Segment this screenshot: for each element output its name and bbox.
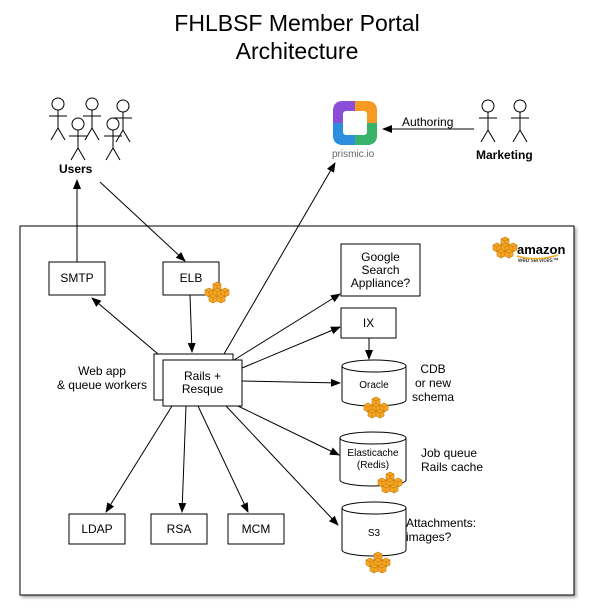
diagram-title-line-1: FHLBSF Member Portal — [174, 10, 420, 36]
marketing-figure-icon — [510, 99, 530, 143]
cdb-note: CDB or new schema — [411, 362, 455, 404]
smtp-box-label: SMTP — [60, 271, 94, 285]
arrow-rails-to-google — [233, 293, 341, 361]
aws-logo-icon: amazon web services™ — [493, 237, 565, 264]
oracle-db-cylinder — [341, 359, 407, 407]
arrow-rails-to-rsa — [178, 405, 187, 513]
users-actor-group — [48, 97, 133, 161]
aws-brand-text: amazon — [517, 242, 565, 257]
arrow-elb-to-rails — [187, 294, 196, 353]
s3-db-label: S3 — [367, 528, 381, 539]
ix-box — [340, 307, 397, 339]
oracle-db-label: Oracle — [359, 380, 389, 391]
smtp-box — [48, 261, 106, 296]
marketing-label: Marketing — [476, 148, 533, 162]
arrow-rails-to-oracle — [241, 378, 341, 387]
arrow-rails-to-s3 — [225, 405, 339, 526]
rails-resque-label: Rails + Resque — [181, 369, 224, 396]
connector-arrows — [73, 125, 474, 526]
ldap-box-label: LDAP — [81, 521, 113, 536]
arrow-rails-to-prismic — [223, 162, 336, 355]
webapp-note: Web app & queue workers — [56, 364, 148, 392]
rails-resque-box — [162, 359, 243, 407]
elasticache-db-label: Elasticache (Redis) — [347, 448, 399, 471]
user-figure-icon — [103, 117, 123, 161]
jobqueue-note: Job queue Rails cache — [421, 446, 484, 474]
mcm-box-label: MCM — [241, 521, 271, 536]
rsa-box — [150, 513, 208, 545]
prismic-label: prismic.io — [332, 149, 375, 160]
s3-db-cylinder — [341, 501, 407, 557]
arrow-users-to-elb — [99, 181, 186, 262]
aws-sub-text: web services™ — [517, 257, 559, 264]
arrow-rails-to-smtp — [91, 297, 159, 355]
mcm-box — [227, 513, 285, 545]
users-label: Users — [59, 162, 93, 176]
elb-box-label: ELB — [179, 271, 203, 285]
user-figure-icon — [68, 117, 88, 161]
arrow-rails-to-mcm — [197, 405, 249, 513]
ix-box-label: IX — [362, 315, 375, 330]
attachments-note: Attachments: images? — [406, 516, 477, 544]
user-figure-icon — [82, 97, 102, 141]
prismic-logo-icon — [333, 101, 377, 145]
arrow-rails-to-ix — [241, 326, 341, 369]
google-search-box — [340, 243, 421, 297]
marketing-figure-icon — [478, 99, 498, 143]
rsa-box-label: RSA — [166, 521, 192, 536]
google-search-box-label: Google Search Appliance? — [350, 249, 411, 290]
arrow-rails-to-elasticache — [237, 405, 340, 456]
marketing-actor-group — [478, 99, 530, 143]
user-figure-icon — [48, 97, 68, 141]
diagram-title-line-2: Architecture — [235, 38, 359, 64]
authoring-edge-label: Authoring — [402, 115, 454, 129]
arrow-rails-to-ldap — [105, 405, 173, 513]
ldap-box — [68, 513, 126, 545]
